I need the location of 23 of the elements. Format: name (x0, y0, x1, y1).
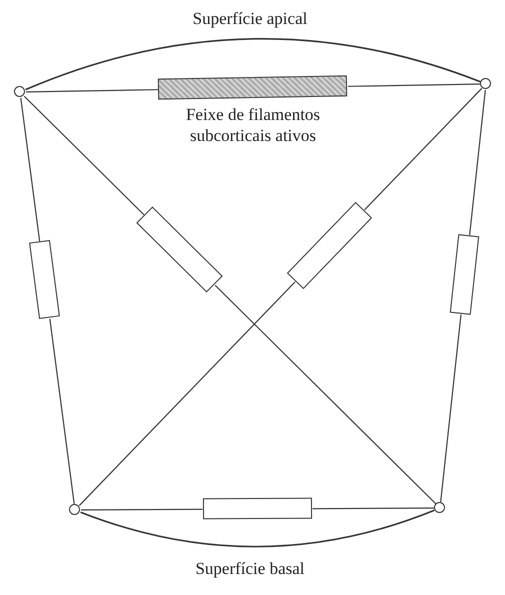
connector-line (24, 96, 144, 216)
surface-arc (80, 510, 435, 548)
joint-circle (69, 504, 80, 515)
connector-line (49, 318, 75, 504)
connector-line (312, 507, 434, 510)
shaded-bar (158, 75, 348, 100)
joint-circle (434, 502, 445, 513)
connector-line (26, 89, 158, 92)
connector-line (348, 84, 480, 87)
connector-line (81, 508, 202, 511)
connector-line (440, 314, 462, 502)
connector-line (20, 98, 40, 242)
joint-circle (14, 86, 25, 97)
connector-line (364, 88, 482, 210)
caption-text: Feixe de filamentos subcorticais ativos (184, 104, 322, 146)
connector-line (469, 90, 486, 236)
surface-arc (25, 38, 481, 90)
element-rect (202, 498, 312, 520)
joint-circle (480, 78, 491, 89)
surface-label: Superfície basal (194, 558, 306, 579)
surface-label: Superfície apical (192, 8, 308, 29)
connector-line (78, 281, 296, 506)
connector-line (214, 284, 436, 504)
